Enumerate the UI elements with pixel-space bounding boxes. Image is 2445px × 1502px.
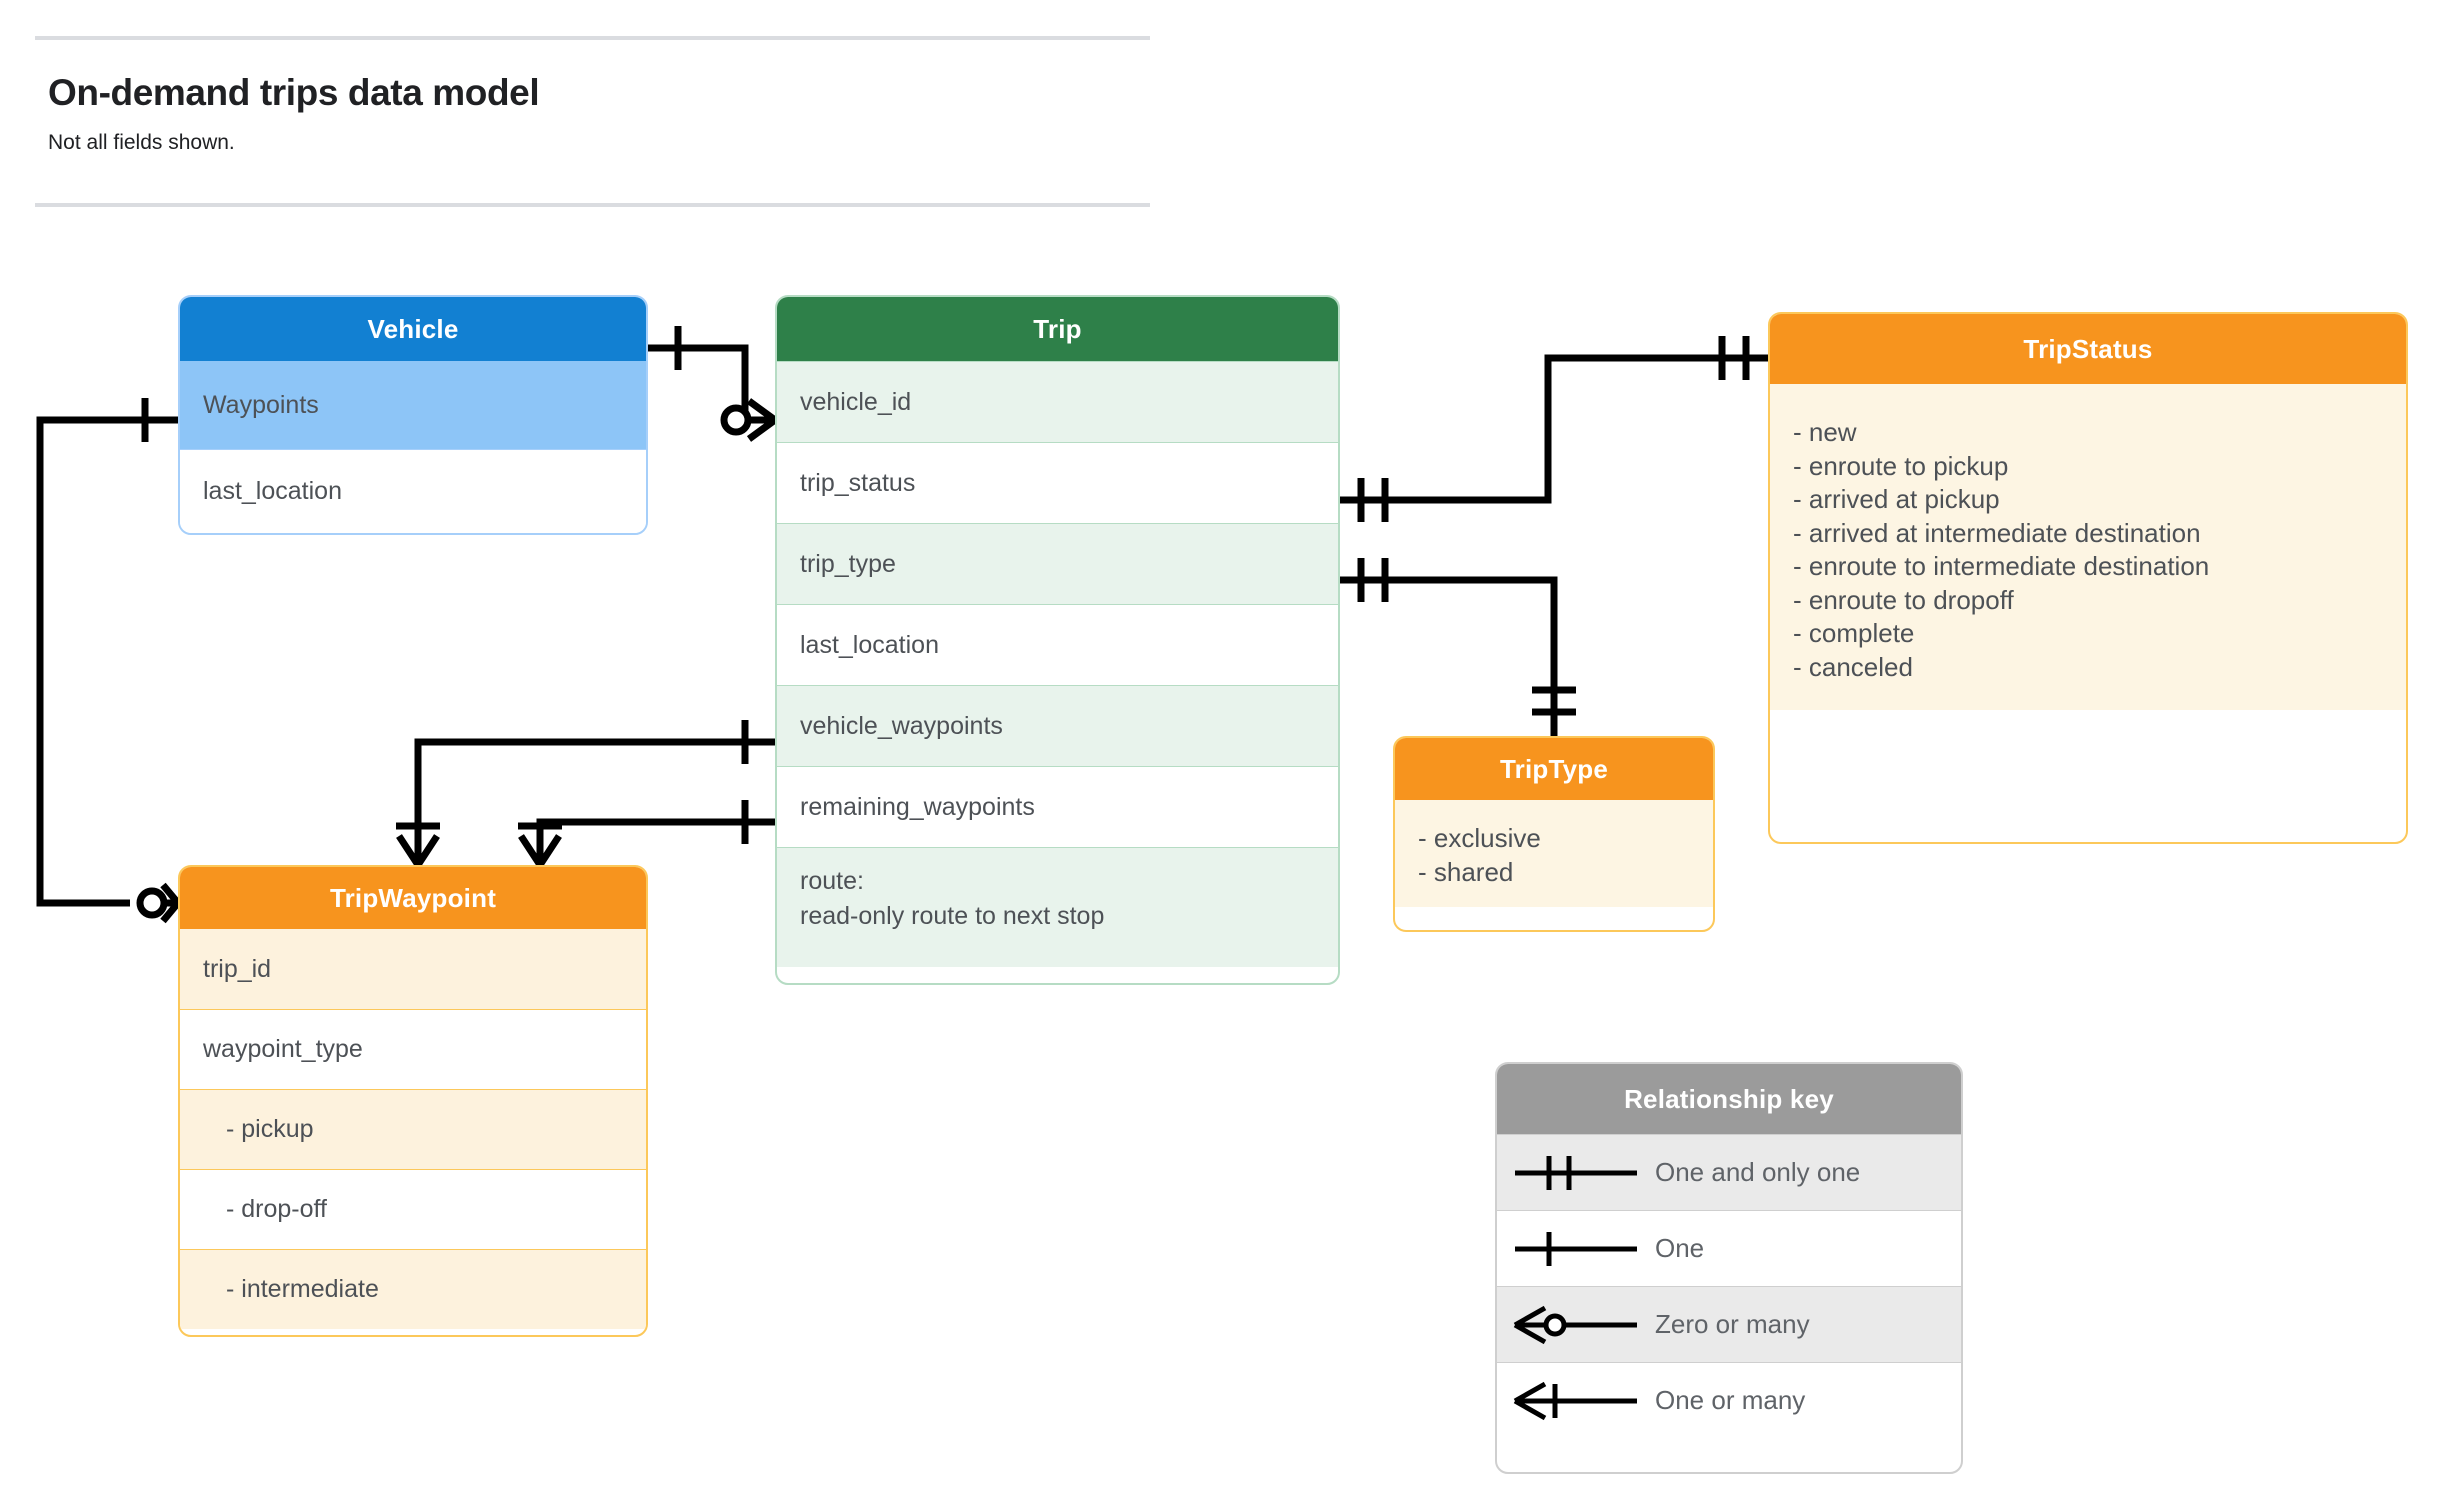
one-and-only-one-icon (1497, 1148, 1655, 1198)
enum-tripstatus-5: - enroute to dropoff (1793, 584, 2014, 615)
field-trip-route-note: read-only route to next stop (800, 901, 1105, 930)
legend-label-one-or-many: One or many (1655, 1385, 1806, 1415)
entity-triptype-title: TripType (1395, 738, 1713, 800)
field-trip-vehicle-waypoints[interactable]: vehicle_waypoints (777, 685, 1338, 766)
legend-row-one: One (1497, 1210, 1961, 1286)
header-divider-top (35, 36, 1150, 40)
enum-tripstatus-4: - enroute to intermediate destination (1793, 551, 2210, 582)
page-subtitle: Not all fields shown. (48, 131, 235, 154)
entity-tripwaypoint-fields: trip_id waypoint_type - pickup - drop-of… (180, 929, 646, 1329)
enum-waypoint-type-dropoff: - drop-off (180, 1169, 646, 1249)
entity-vehicle-fields: Waypoints last_location (180, 361, 646, 533)
wire-triptype (1340, 576, 1558, 736)
entity-trip[interactable]: Trip vehicle_id trip_status trip_type la… (775, 295, 1340, 985)
entity-trip-title: Trip (777, 297, 1338, 361)
field-trip-route[interactable]: route: read-only route to next stop (777, 847, 1338, 967)
entity-vehicle-title: Vehicle (180, 297, 646, 361)
field-trip-trip-status[interactable]: trip_status (777, 442, 1338, 523)
one-or-many-icon (1497, 1376, 1655, 1426)
page-title: On-demand trips data model (48, 72, 540, 113)
entity-triptype-values: - exclusive - shared (1395, 800, 1713, 908)
wire-vehicle-trip (648, 344, 775, 424)
entity-tripwaypoint-title: TripWaypoint (180, 867, 646, 929)
legend-row-one-or-many: One or many (1497, 1362, 1961, 1438)
enum-waypoint-type-pickup: - pickup (180, 1089, 646, 1169)
wire-waypoints-tripwaypoint (36, 416, 178, 907)
header-divider-bottom (35, 203, 1150, 207)
entity-tripstatus-values: - new - enroute to pickup - arrived at p… (1770, 384, 2406, 711)
entity-vehicle[interactable]: Vehicle Waypoints last_location (178, 295, 648, 535)
legend-label-one-and-only-one: One and only one (1655, 1157, 1861, 1187)
wire-tripstatus (1340, 354, 1768, 504)
field-trip-last-location[interactable]: last_location (777, 604, 1338, 685)
field-trip-trip-type[interactable]: trip_type (777, 523, 1338, 604)
entity-trip-fields: vehicle_id trip_status trip_type last_lo… (777, 361, 1338, 967)
field-trip-remaining-waypoints[interactable]: remaining_waypoints (777, 766, 1338, 847)
enum-tripstatus-7: - canceled (1793, 651, 1913, 682)
entity-tripstatus[interactable]: TripStatus - new - enroute to pickup - a… (1768, 312, 2408, 844)
enum-tripstatus-3: - arrived at intermediate destination (1793, 517, 2201, 548)
field-tripwaypoint-waypoint-type[interactable]: waypoint_type (180, 1009, 646, 1089)
enum-tripstatus-6: - complete (1793, 618, 1915, 649)
enum-triptype-0: - exclusive (1418, 823, 1541, 853)
zero-or-many-icon (1497, 1300, 1655, 1350)
entity-triptype[interactable]: TripType - exclusive - shared (1393, 736, 1715, 932)
enum-tripstatus-0: - new (1793, 417, 1857, 447)
wire-vehicle-waypoints (414, 738, 775, 865)
entity-tripwaypoint[interactable]: TripWaypoint trip_id waypoint_type - pic… (178, 865, 648, 1337)
relationship-key-legend: Relationship key One and only one (1495, 1062, 1963, 1474)
field-trip-route-label: route: (800, 867, 864, 895)
field-vehicle-waypoints[interactable]: Waypoints (180, 361, 646, 449)
enum-triptype-1: - shared (1418, 856, 1514, 887)
enum-waypoint-type-intermediate: - intermediate (180, 1249, 646, 1329)
legend-title: Relationship key (1497, 1064, 1961, 1134)
field-trip-vehicle-id[interactable]: vehicle_id (777, 361, 1338, 442)
legend-label-one: One (1655, 1233, 1705, 1263)
legend-row-zero-or-many: Zero or many (1497, 1286, 1961, 1362)
enum-tripstatus-1: - enroute to pickup (1793, 450, 2009, 481)
legend-row-one-and-only-one: One and only one (1497, 1134, 1961, 1210)
field-tripwaypoint-trip-id[interactable]: trip_id (180, 929, 646, 1009)
one-icon (1497, 1224, 1655, 1274)
wire-remaining-waypoints (536, 818, 775, 865)
field-vehicle-last-location[interactable]: last_location (180, 449, 646, 533)
legend-label-zero-or-many: Zero or many (1655, 1309, 1810, 1339)
enum-tripstatus-2: - arrived at pickup (1793, 484, 2000, 515)
entity-tripstatus-title: TripStatus (1770, 314, 2406, 384)
